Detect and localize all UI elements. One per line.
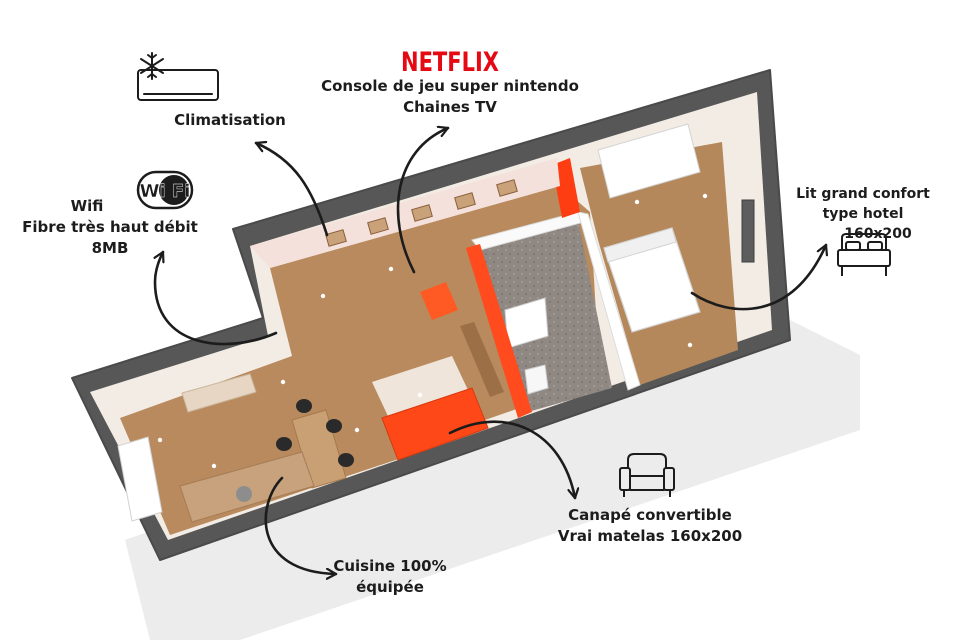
- sofa-icon: [619, 453, 675, 497]
- label-line: Canapé convertible: [568, 506, 732, 524]
- floor-plan-shadow: [125, 310, 860, 640]
- label-line: Chaines TV: [403, 98, 497, 116]
- label-line: 160x200: [844, 226, 912, 242]
- wifi-logo-icon: Wi Fi: [136, 170, 194, 210]
- label-line: Wifi: [70, 197, 104, 215]
- arrow-tv: [396, 128, 450, 274]
- orange-partition-wall: [466, 244, 532, 418]
- label-line: Cuisine 100%: [333, 557, 447, 575]
- label-line: Console de jeu super nintendo: [321, 77, 579, 95]
- arrow-kitchen: [264, 476, 338, 574]
- orange-accent-wall: [552, 158, 580, 218]
- label-wifi: Wifi Fibre très haut débit 8MB: [10, 196, 210, 259]
- arrow-wifi: [155, 250, 278, 346]
- bathroom-side-wall: [577, 211, 641, 391]
- ceiling-lights: [157, 193, 708, 469]
- wall-frames: [325, 179, 518, 247]
- label-line: Lit grand confort: [796, 186, 930, 202]
- label-tv: Console de jeu super nintendo Chaines TV: [300, 76, 600, 118]
- arrow-sofa: [448, 420, 575, 500]
- label-sofa: Canapé convertible Vrai matelas 160x200: [540, 505, 760, 547]
- wifi-logo-text: Wi Fi: [140, 181, 191, 202]
- orange-armchair: [420, 282, 458, 320]
- back-counter: [181, 373, 257, 413]
- label-line: type hotel: [822, 206, 904, 222]
- label-line: équipée: [356, 578, 424, 596]
- tv-stand: [460, 322, 504, 397]
- snowflake-icon: [140, 52, 164, 80]
- label-line: 8MB: [91, 239, 129, 257]
- label-bed: Lit grand confort type hotel 160x200: [778, 184, 948, 244]
- orange-sofa: [381, 387, 489, 461]
- wardrobe: [597, 123, 701, 199]
- fridge: [117, 436, 163, 522]
- bedroom-window: [741, 199, 755, 263]
- bed-pillows: [603, 227, 677, 263]
- netflix-logo: NETFLIX: [401, 47, 499, 77]
- label-climatisation: Climatisation: [150, 110, 310, 131]
- label-line: Fibre très haut débit: [22, 218, 198, 236]
- dining-chairs: [276, 399, 354, 467]
- label-line: Vrai matelas 160x200: [557, 527, 743, 545]
- air-conditioner-icon: [137, 69, 219, 101]
- label-kitchen: Cuisine 100% équipée: [320, 556, 460, 598]
- bed-icon: [837, 233, 891, 276]
- toilet: [524, 364, 549, 395]
- label-line: Climatisation: [174, 111, 286, 129]
- annotation-arrows: [155, 128, 826, 574]
- kitchen-sink: [236, 486, 252, 502]
- arrow-bed: [690, 243, 826, 311]
- arrow-climatisation: [254, 143, 329, 237]
